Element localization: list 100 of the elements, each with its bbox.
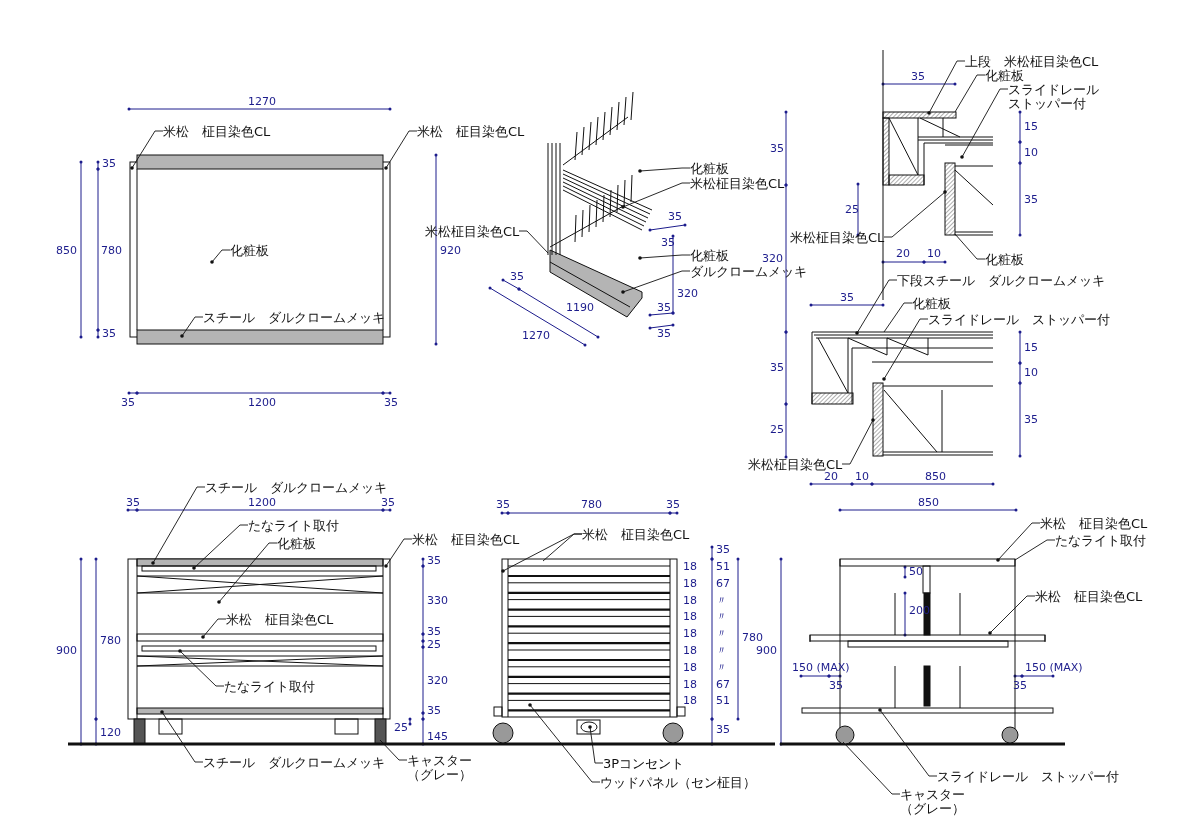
callout-text: 化粧板 — [690, 249, 729, 263]
leader-line — [842, 741, 901, 795]
dimension-text: 18 — [683, 628, 697, 641]
callout-text: 米松 柾目染色CL — [417, 125, 525, 139]
callout-text: 化粧板 — [985, 253, 1024, 267]
callout-text: キャスター — [407, 754, 472, 768]
dimension-text: 35 — [668, 211, 682, 223]
dimension-text: 35 — [657, 328, 671, 340]
dimension-text: 35 — [384, 397, 398, 409]
dimension-text: 35 — [716, 724, 730, 736]
callout-text: スライドレール ストッパー付 — [937, 770, 1119, 784]
dimension-text: 1200 — [248, 397, 276, 409]
dimension-text: 18 — [683, 594, 697, 607]
callout-text: 米松 柾目染色CL — [1035, 590, 1143, 604]
dimension-text: 35 — [1024, 414, 1038, 426]
callout-text: キャスター — [900, 788, 965, 802]
dimension-text: 900 — [56, 645, 77, 657]
callout-text: スライドレールストッパー付 — [1008, 83, 1106, 111]
dimension-text: 35 — [911, 71, 925, 83]
callout-text: 米松柾目染色CL — [790, 231, 885, 245]
dimension-text: 10 — [855, 471, 869, 483]
callout-text: 米松柾目染色CL — [425, 225, 520, 239]
dimension-text: 50 — [909, 566, 923, 578]
leader-line — [518, 230, 549, 254]
dimension-text: 〃 — [716, 661, 727, 674]
leader-line — [954, 74, 986, 113]
dimension-text: 35 — [126, 497, 140, 509]
callout-text: 米松 柾目染色CL — [412, 533, 520, 547]
plan-view-drawing — [129, 154, 391, 345]
dimension-text: 780 — [581, 499, 602, 511]
dimension-text: 35 — [496, 499, 510, 511]
front-elevation-drawing — [127, 558, 391, 744]
dimension-text: 35 — [381, 497, 395, 509]
leader-line — [883, 302, 913, 333]
dimension-text: 320 — [762, 253, 783, 265]
dimension-text: 1190 — [566, 302, 594, 314]
leader-line — [954, 233, 986, 260]
dimension-text: 850 — [925, 471, 946, 483]
dimension-text: 67 — [716, 678, 730, 691]
dimension-text: 67 — [716, 577, 730, 590]
dimension-text: 145 — [427, 731, 448, 743]
dimension-text: 25 — [770, 424, 784, 436]
dimension-text: 35 — [661, 237, 675, 249]
dimension-text: 35 — [770, 143, 784, 155]
dimension-text: 35 — [829, 680, 843, 692]
callout-text: （グレー） — [407, 768, 472, 782]
dimension-text: 〃 — [716, 628, 727, 641]
dimension-text: 35 — [716, 544, 730, 556]
callout-text: スライドレール ストッパー付 — [928, 313, 1110, 327]
dimension-text: 35 — [102, 328, 116, 340]
dimension-text: 35 — [510, 271, 524, 283]
callout-text: 米松 柾目染色CL — [163, 125, 271, 139]
dimension-text: 35 — [102, 158, 116, 170]
dimension-text: 18 — [683, 561, 697, 573]
callout-text: ウッドパネル（セン柾目） — [600, 776, 756, 790]
dimension-text: 320 — [677, 288, 698, 300]
dimension-text: 120 — [100, 727, 121, 739]
leader-line — [542, 533, 583, 562]
callout-text: 下段スチール ダルクロームメッキ — [897, 274, 1105, 288]
callout-text: たなライト取付 — [1055, 534, 1146, 548]
callout-text: 米松 柾目染色CL — [1040, 517, 1148, 531]
dimension-text: 330 — [427, 595, 448, 607]
dimension-text: 20 — [824, 471, 838, 483]
dimension-text: 〃 — [716, 594, 727, 607]
dimension-text: 150 (MAX) — [1025, 662, 1083, 674]
callout-text: 化粧板 — [985, 69, 1024, 83]
dimension-text: 35 — [840, 292, 854, 304]
callout-text: 上段 米松柾目染色CL — [965, 55, 1099, 69]
dimension-text: 1270 — [248, 96, 276, 108]
dimension-text: 35 — [121, 397, 135, 409]
dimension-text: 780 — [100, 635, 121, 647]
callout-text: たなライト取付 — [248, 519, 339, 533]
dimension-text: 35 — [1024, 194, 1038, 206]
callout-text: 化粧板 — [277, 537, 316, 551]
callout-text: スチール ダルクロームメッキ — [205, 481, 387, 495]
dimension-text: 1270 — [522, 330, 550, 342]
dimension-text: 15 — [1024, 342, 1038, 354]
dimension-text: 35 — [666, 499, 680, 511]
dimension-text: 1200 — [248, 497, 276, 509]
dimension-text: 18 — [683, 577, 697, 590]
dimension-text: 35 — [1013, 680, 1027, 692]
dimension-text: 18 — [683, 645, 697, 657]
dimension-text: 51 — [716, 561, 730, 573]
dimension-text: 35 — [427, 705, 441, 717]
dimension-text: 51 — [716, 695, 730, 708]
dimension-text: 35 — [427, 626, 441, 638]
dimension-text: 15 — [1024, 121, 1038, 133]
corner-detail-drawing — [547, 91, 653, 318]
dimension-text: 35 — [657, 302, 671, 314]
dimension-text: 25 — [427, 639, 441, 651]
dimension-text: 35 — [770, 362, 784, 374]
callout-text: 化粧板 — [690, 162, 729, 176]
dimension-text: 780 — [101, 245, 122, 257]
dimension-text: 150 (MAX) — [792, 662, 850, 674]
callout-text: 3Pコンセント — [603, 757, 685, 771]
dimension-text: 10 — [927, 248, 941, 260]
dimension-text: 320 — [427, 675, 448, 687]
dimension-text: 35 — [427, 555, 441, 567]
dimension-text: 〃 — [716, 611, 727, 624]
leader-line — [379, 739, 408, 761]
